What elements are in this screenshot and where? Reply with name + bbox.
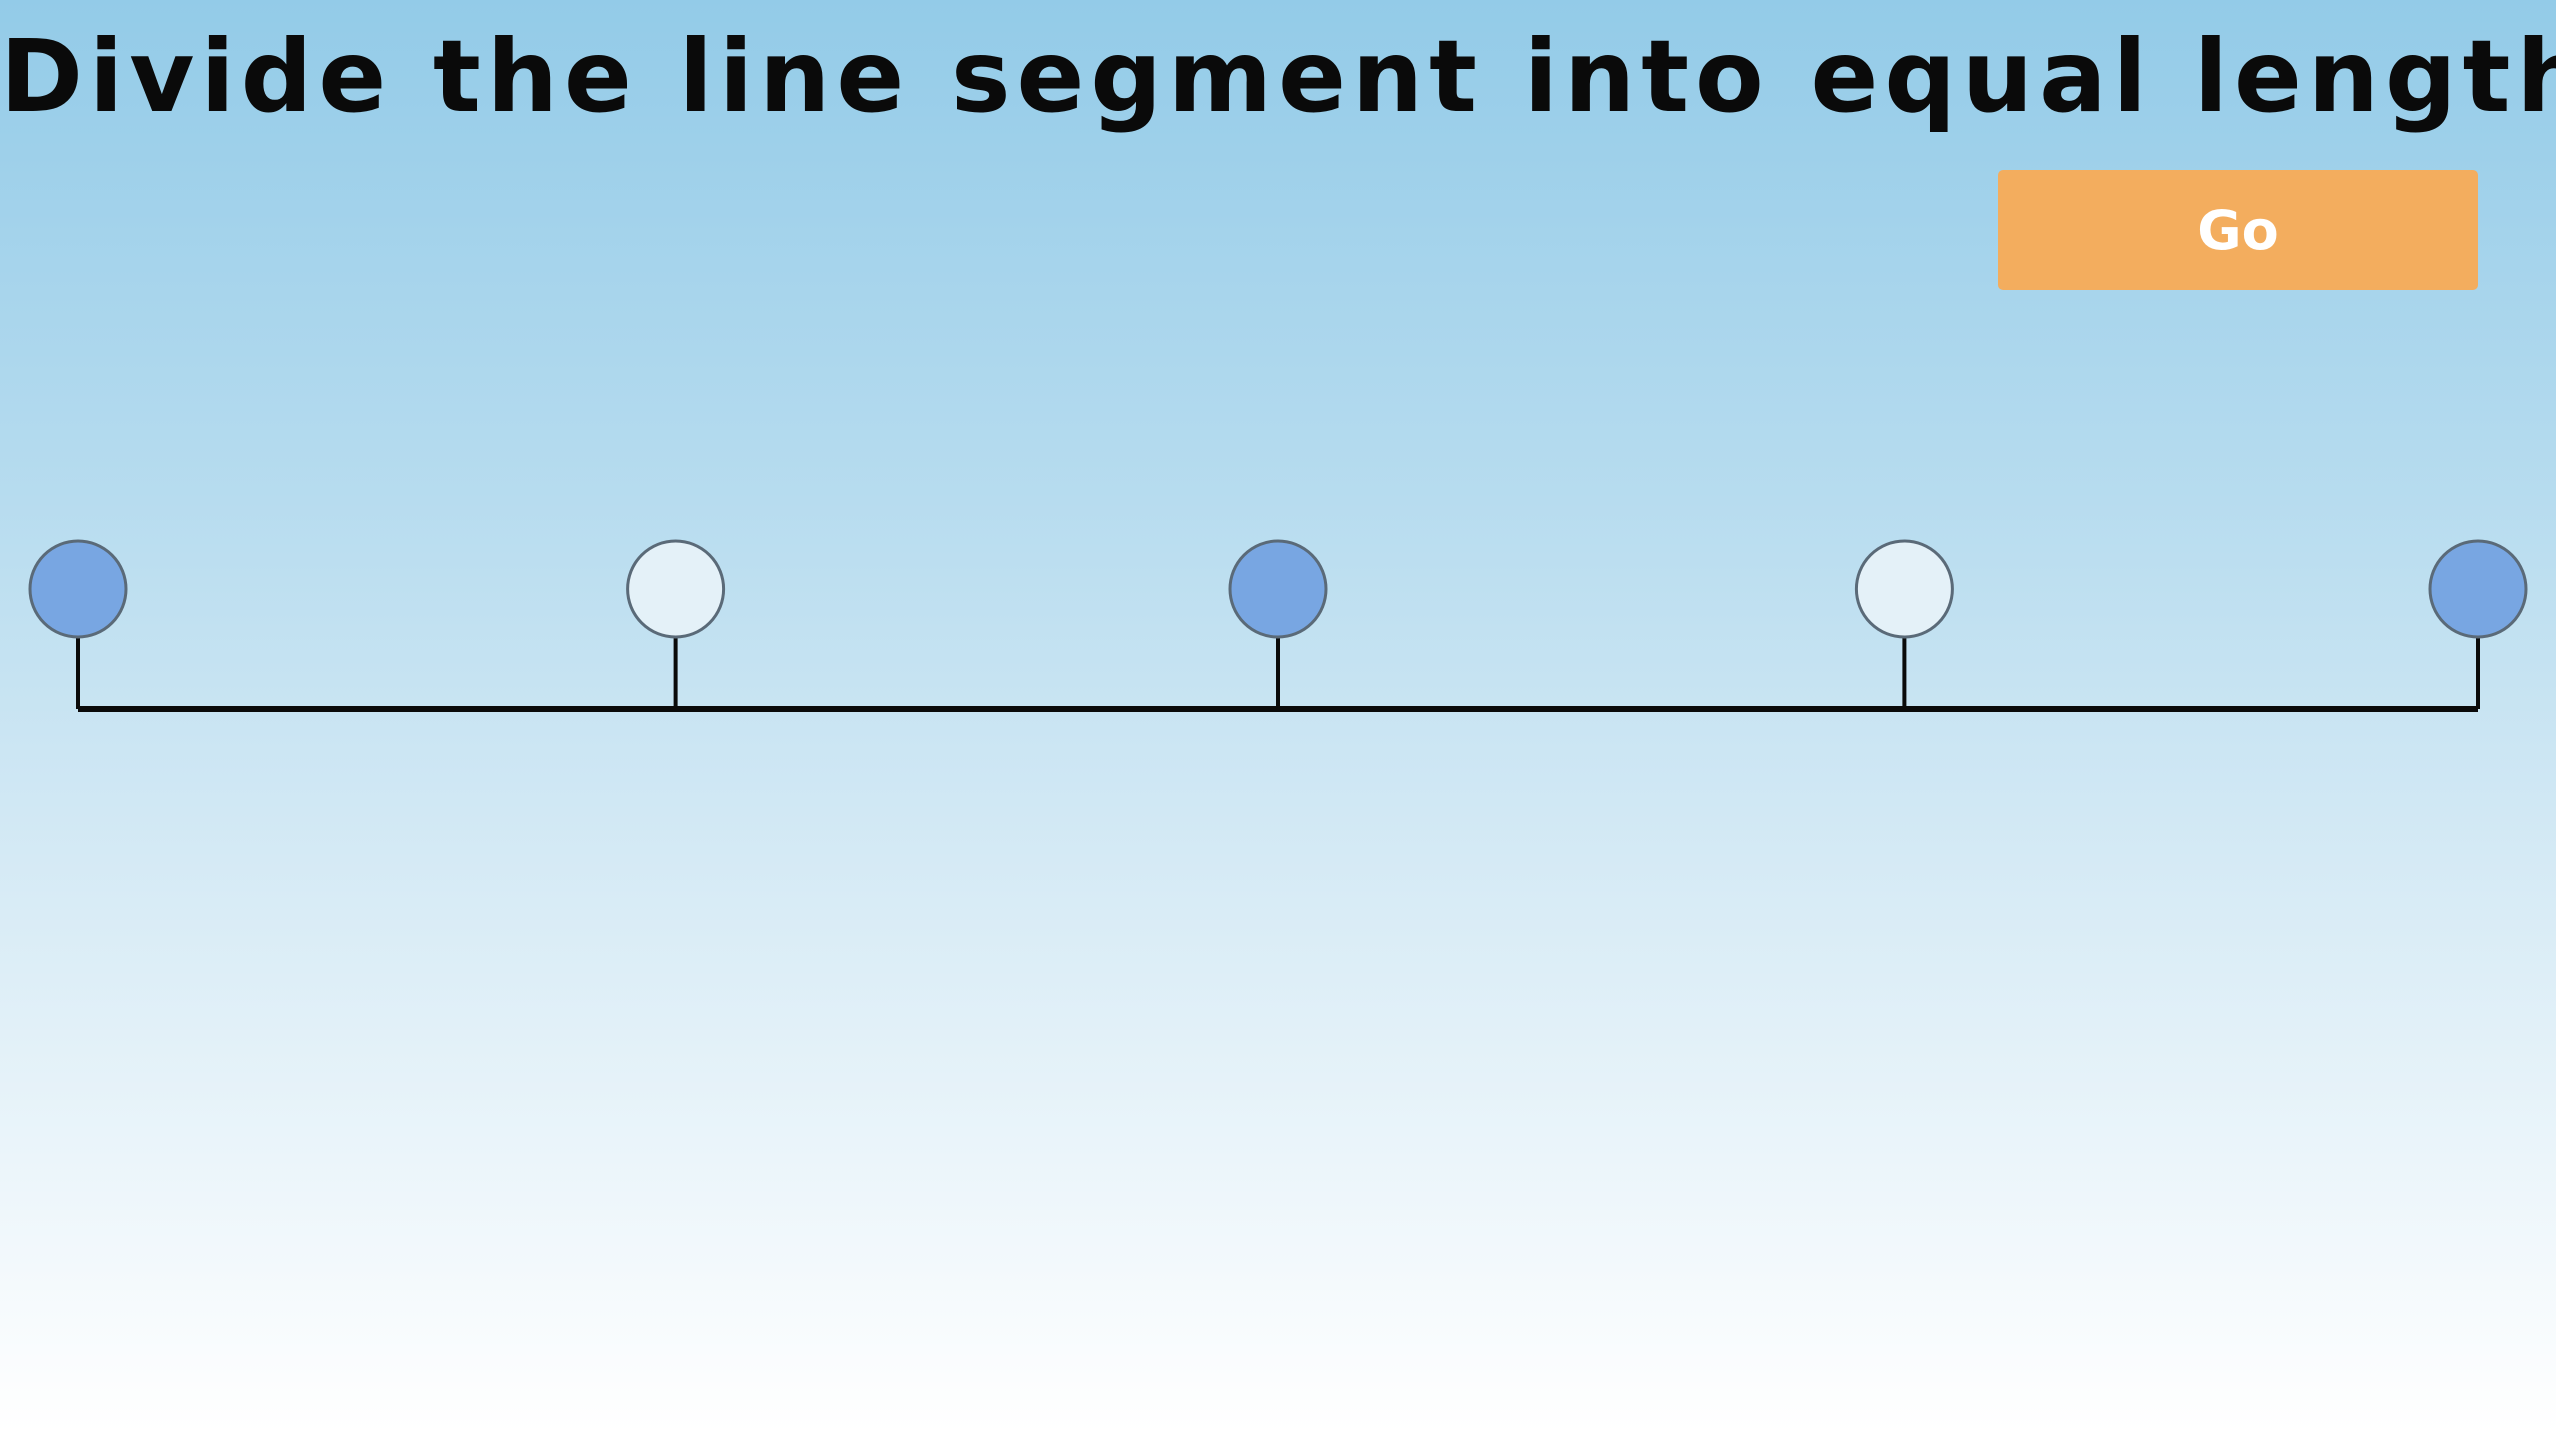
- page-title: Divide the line segment into equal lengt…: [0, 18, 2556, 135]
- selected-point-handle[interactable]: [1228, 539, 1328, 639]
- selected-point-handle[interactable]: [2428, 539, 2528, 639]
- unselected-point-handle[interactable]: [1854, 539, 1954, 639]
- go-button[interactable]: Go: [1998, 170, 2478, 290]
- selected-point-handle[interactable]: [28, 539, 128, 639]
- division-points: [28, 539, 2528, 709]
- unselected-point-handle[interactable]: [626, 539, 726, 639]
- go-button-label: Go: [2197, 198, 2279, 262]
